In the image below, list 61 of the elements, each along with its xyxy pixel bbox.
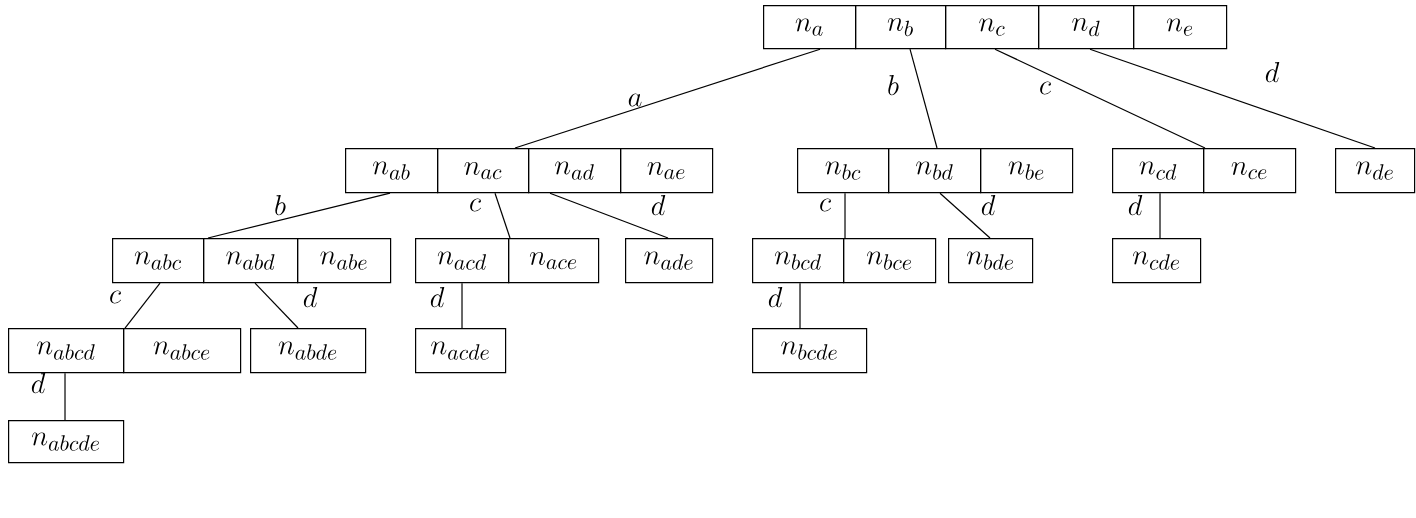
edge-label: $b$ xyxy=(275,195,286,216)
cell-box: $n_{ae}$ xyxy=(620,148,714,194)
cell-box: $n_{abcd}$ xyxy=(8,328,125,374)
tree-edge xyxy=(1159,192,1161,239)
edge-label: $d$ xyxy=(981,195,996,216)
tree-edge xyxy=(939,192,991,239)
edge-label: $d$ xyxy=(1265,62,1280,83)
tree-edge xyxy=(514,48,821,149)
edge-label: $d$ xyxy=(31,373,46,394)
cell-box: $n_{abd}$ xyxy=(203,238,299,284)
edge-label: $d$ xyxy=(1128,195,1143,216)
tree-edge xyxy=(1089,48,1376,149)
tree-edge xyxy=(494,192,511,239)
cell-box: $n_{abc}$ xyxy=(112,238,205,284)
cell-box: $n_{bc}$ xyxy=(797,148,890,194)
cell-box: $n_{acde}$ xyxy=(415,328,507,374)
cell-box: $n_{bcde}$ xyxy=(752,328,868,374)
cell-box: $n_{bcd}$ xyxy=(752,238,845,284)
edge-label: $d$ xyxy=(651,195,666,216)
cell-box: $n_{c}$ xyxy=(945,5,1040,50)
tree-edge xyxy=(909,48,938,149)
tree-edge xyxy=(124,282,161,329)
cell-box: $n_{ace}$ xyxy=(508,238,600,284)
cell-box: $n_{bce}$ xyxy=(843,238,937,284)
cell-box: $n_{ad}$ xyxy=(528,148,622,194)
tree-edge xyxy=(844,192,846,239)
tree-edge xyxy=(254,282,299,329)
cell-box: $n_{d}$ xyxy=(1038,5,1135,50)
cell-box: $n_{abe}$ xyxy=(297,238,392,284)
edge-label: $b$ xyxy=(888,75,899,96)
cell-box: $n_{abde}$ xyxy=(250,328,367,374)
cell-box: $n_{bd}$ xyxy=(888,148,982,194)
cell-box: $n_{ac}$ xyxy=(437,148,530,194)
cell-box: $n_{ade}$ xyxy=(625,238,714,284)
cell-box: $n_{ab}$ xyxy=(345,148,439,194)
cell-box: $n_{e}$ xyxy=(1133,5,1228,50)
tree-edge xyxy=(461,282,463,329)
tree-edge xyxy=(64,372,66,421)
cell-box: $n_{b}$ xyxy=(855,5,947,50)
edge-label: $c$ xyxy=(820,198,831,212)
tree-edge xyxy=(207,192,391,239)
tree-edge xyxy=(799,282,801,329)
cell-box: $n_{cde}$ xyxy=(1112,238,1202,284)
edge-label: $c$ xyxy=(470,198,481,212)
edge-label: $d$ xyxy=(303,287,318,308)
cell-box: $n_{acd}$ xyxy=(415,238,510,284)
edge-label: $d$ xyxy=(768,287,783,308)
edge-label: $d$ xyxy=(430,287,445,308)
cell-box: $n_{abce}$ xyxy=(123,328,242,374)
edge-label: $c$ xyxy=(110,290,121,304)
cell-box: $n_{bde}$ xyxy=(948,238,1034,284)
cell-box: $n_{be}$ xyxy=(980,148,1074,194)
cell-box: $n_{cd}$ xyxy=(1112,148,1205,194)
edge-label: $c$ xyxy=(1040,81,1051,95)
edge-label: $a$ xyxy=(628,93,642,107)
cell-box: $n_{de}$ xyxy=(1335,148,1416,194)
tree-edge xyxy=(549,192,669,239)
cell-box: $n_{abcde}$ xyxy=(8,420,125,464)
tree-edge xyxy=(994,48,1206,149)
cell-box: $n_{a}$ xyxy=(763,5,857,50)
cell-box: $n_{ce}$ xyxy=(1203,148,1297,194)
